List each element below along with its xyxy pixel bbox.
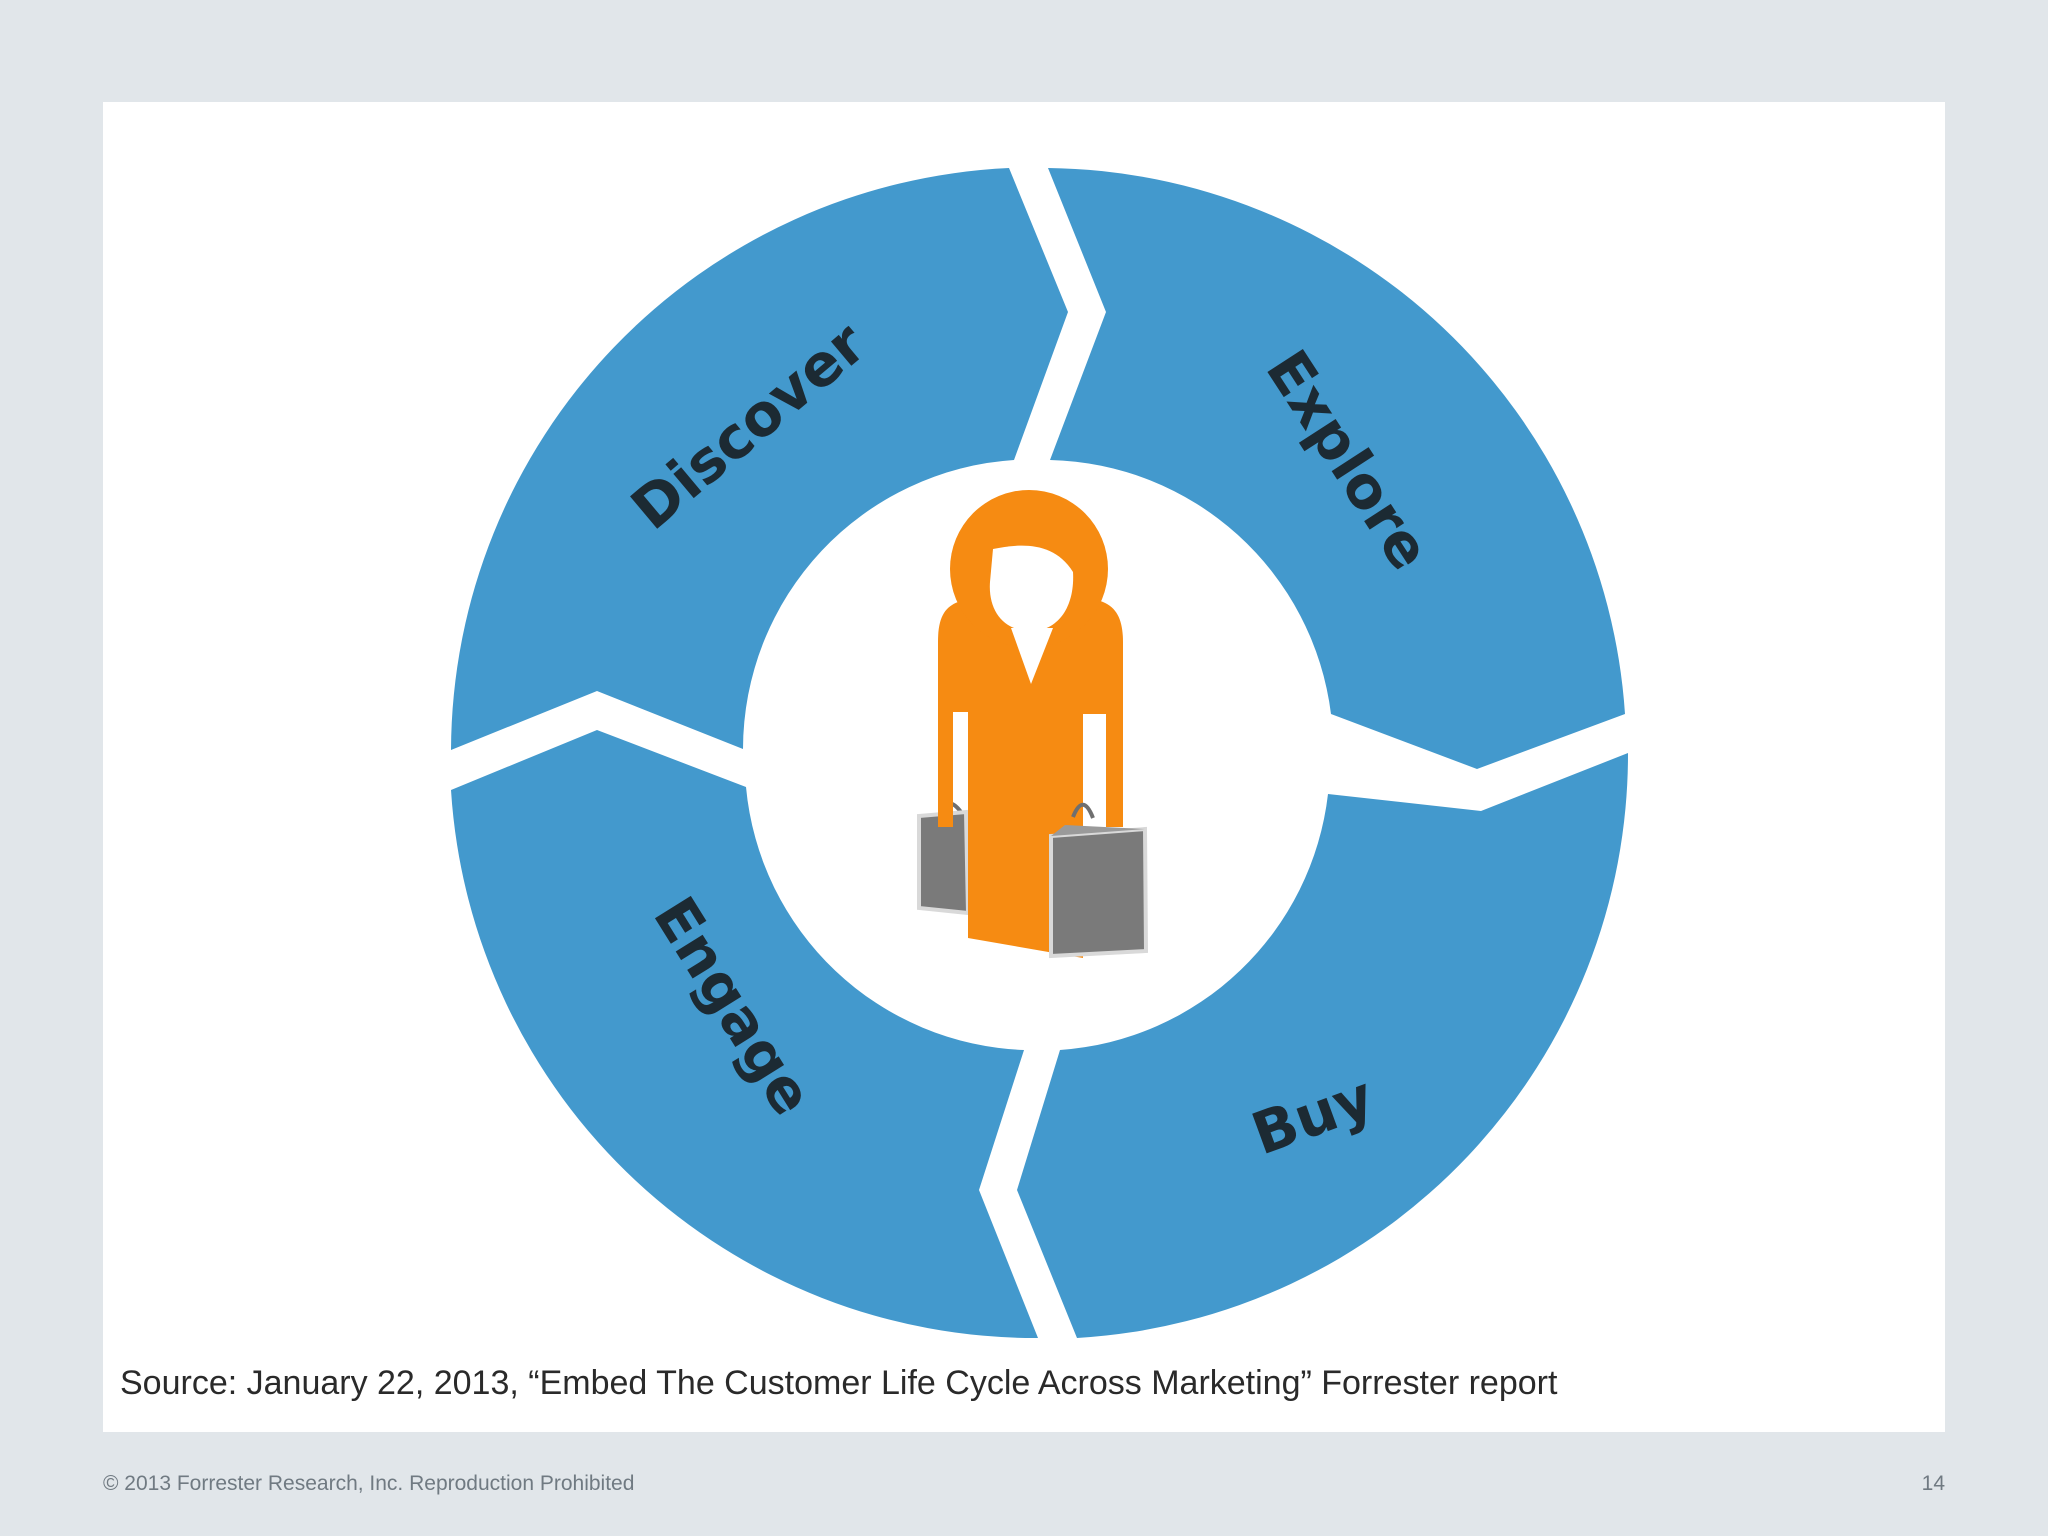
segment-engage (451, 730, 1038, 1339)
segment-discover (451, 168, 1068, 750)
shopper-icon (917, 490, 1149, 959)
ring (451, 168, 1629, 1339)
segment-buy (1017, 753, 1629, 1338)
footer-copyright: © 2013 Forrester Research, Inc. Reproduc… (103, 1472, 635, 1495)
shopping-bag-right-icon (1049, 802, 1149, 959)
slide-panel: Discover Explore Buy Engage (103, 102, 1945, 1432)
segment-explore (1048, 168, 1625, 769)
customer-life-cycle-diagram: Discover Explore Buy Engage (451, 168, 1629, 1339)
source-citation: Source: January 22, 2013, “Embed The Cus… (120, 1364, 1558, 1402)
shopper-face (989, 545, 1074, 632)
page-number: 14 (1921, 1472, 1945, 1495)
